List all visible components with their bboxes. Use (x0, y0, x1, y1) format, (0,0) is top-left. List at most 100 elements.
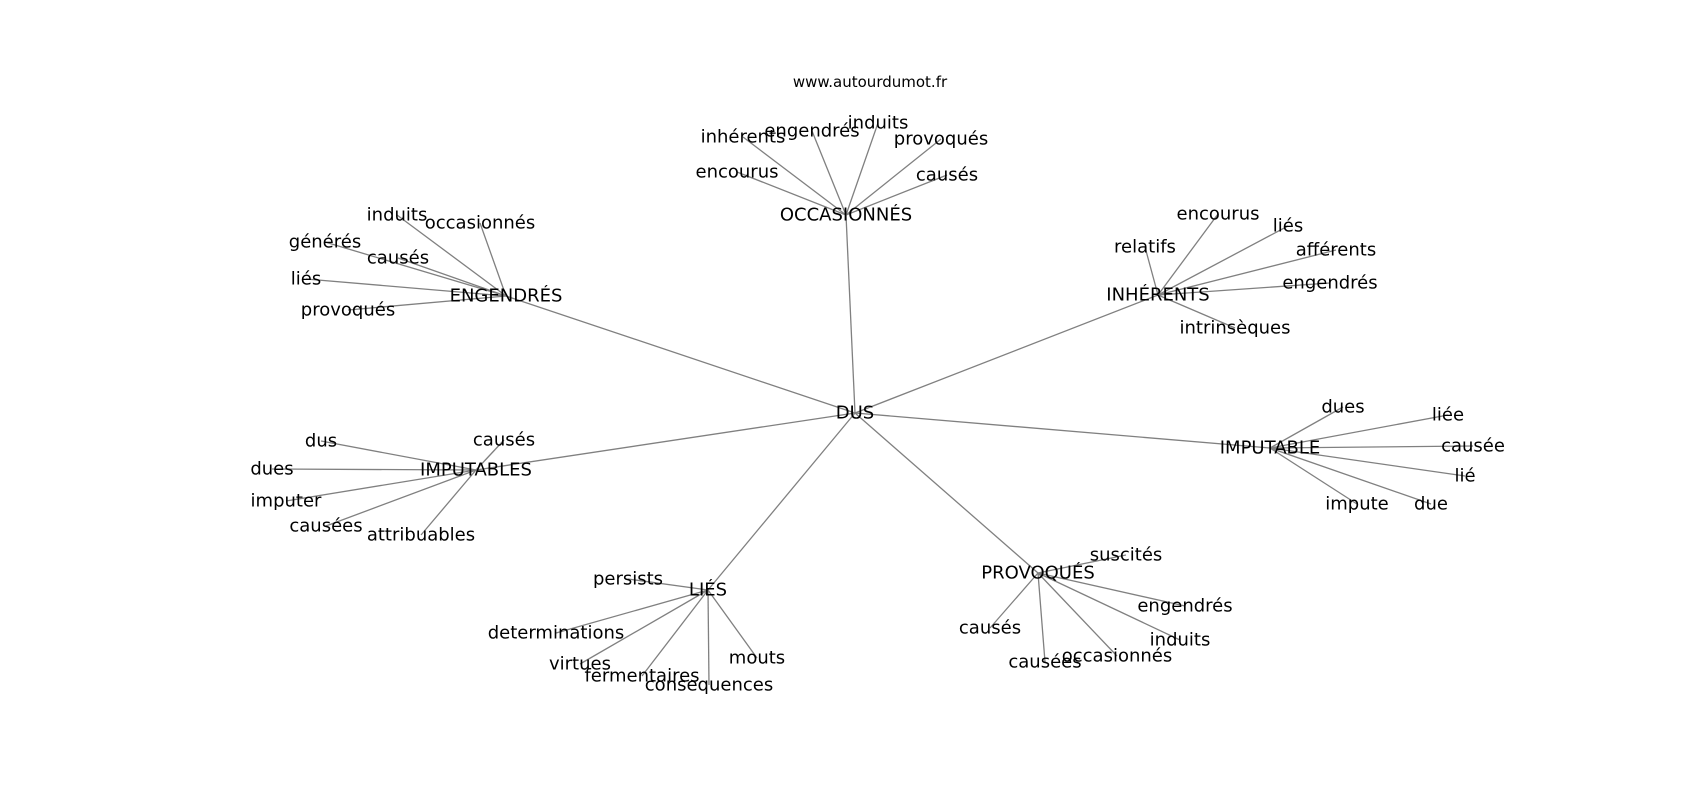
root-node: DUS (836, 403, 874, 424)
hub-node: LIÉS (689, 579, 727, 601)
leaf-node: induits (367, 205, 428, 226)
leaf-node: impute (1325, 494, 1389, 515)
edge-hub-leaf (989, 572, 1039, 629)
site-credit: www.autourdumot.fr (792, 73, 948, 91)
edge-root-hub (854, 294, 1159, 414)
edge-hub-leaf (1157, 225, 1289, 296)
edge-hub-leaf (285, 469, 477, 502)
leaf-node: inhérents (701, 127, 786, 148)
leaf-node: imputer (251, 491, 323, 512)
hub-node: IMPUTABLES (420, 460, 532, 481)
leaf-node: consequences (645, 675, 773, 696)
edge-hub-leaf (1037, 572, 1186, 607)
edge-hub-leaf (1157, 213, 1219, 296)
edge-hub-leaf (271, 468, 477, 471)
edge-hub-leaf (396, 214, 507, 297)
leaf-node: engendrés (1282, 273, 1377, 294)
leaf-node: liés (291, 269, 321, 290)
edge-hub-leaf (324, 241, 507, 297)
edge-hub-leaf (347, 295, 507, 311)
edge-root-hub (475, 412, 856, 471)
edge-hub-leaf (845, 122, 879, 216)
hub-node: INHÉRENTS (1106, 284, 1209, 306)
edge-root-hub (854, 412, 1039, 574)
leaf-node: générés (289, 232, 361, 253)
edge-hub-leaf (305, 278, 507, 297)
edge-root-hub (845, 214, 856, 414)
edge-hub-leaf (641, 589, 709, 677)
edge-hub-leaf (845, 138, 942, 216)
edge-hub-leaf (1269, 414, 1449, 449)
edge-hub-leaf (1037, 554, 1127, 574)
leaf-node: causés (473, 430, 535, 451)
leaf-node: liés (1273, 216, 1303, 237)
leaf-node: mouts (729, 648, 785, 669)
leaf-node: causés (916, 165, 978, 186)
leaf-node: engendrés (764, 121, 859, 142)
leaf-node: liée (1432, 405, 1464, 426)
leaf-node: causées (1008, 652, 1081, 673)
label-layer: DUSOCCASIONNÉSinhérentsengendrésinduitsp… (250, 113, 1505, 696)
edge-hub-leaf (475, 439, 505, 471)
edge-hub-leaf (811, 130, 847, 216)
edge-hub-leaf (1269, 447, 1466, 477)
leaf-node: occasionnés (425, 213, 536, 234)
edge-hub-leaf (742, 136, 847, 216)
edge-hub-leaf (1037, 572, 1181, 641)
leaf-node: provoqués (894, 129, 988, 150)
leaf-node: determinations (488, 623, 625, 644)
edge-hub-leaf (736, 171, 847, 216)
edge-hub-leaf (555, 589, 709, 634)
edge-hub-leaf (1269, 445, 1474, 449)
leaf-node: occasionnés (1062, 646, 1173, 667)
edge-hub-leaf (1037, 572, 1046, 663)
edge-hub-leaf (420, 469, 477, 536)
leaf-node: causés (959, 618, 1021, 639)
edge-hub-leaf (1269, 406, 1344, 449)
edge-layer (271, 122, 1474, 686)
leaf-node: encourus (1177, 204, 1260, 225)
hub-node: OCCASIONNÉS (780, 204, 912, 226)
edge-hub-leaf (1157, 294, 1236, 329)
edge-hub-leaf (479, 222, 507, 297)
edge-hub-leaf (845, 174, 948, 216)
leaf-node: relatifs (1114, 237, 1176, 258)
edge-hub-leaf (325, 469, 477, 527)
edge-root-hub (505, 295, 856, 414)
leaf-node: dues (250, 459, 293, 480)
edge-root-hub (707, 412, 856, 591)
edge-root-hub (854, 412, 1271, 449)
leaf-node: dus (305, 431, 337, 452)
leaf-node: suscités (1090, 545, 1163, 566)
edge-hub-leaf (1157, 282, 1331, 296)
edge-hub-leaf (1269, 447, 1358, 505)
leaf-node: encourus (696, 162, 779, 183)
edge-hub-leaf (707, 589, 758, 659)
hub-node: ENGENDRÉS (450, 285, 563, 307)
leaf-node: causée (1441, 436, 1505, 457)
leaf-node: virtues (549, 654, 611, 675)
leaf-node: dues (1321, 397, 1364, 418)
edge-hub-leaf (397, 257, 507, 297)
edge-hub-leaf (579, 589, 709, 665)
edge-hub-leaf (320, 440, 477, 471)
leaf-node: causées (289, 516, 362, 537)
leaf-node: induits (848, 113, 909, 134)
edge-hub-leaf (1157, 249, 1337, 296)
leaf-node: engendrés (1137, 596, 1232, 617)
leaf-node: attribuables (367, 525, 475, 546)
edge-hub-leaf (1144, 246, 1159, 296)
edge-hub-leaf (1037, 572, 1118, 657)
leaf-node: persists (593, 569, 663, 590)
leaf-node: causés (367, 248, 429, 269)
edge-hub-leaf (1269, 447, 1432, 505)
leaf-node: intrinsèques (1179, 318, 1290, 339)
leaf-node: induits (1150, 630, 1211, 651)
leaf-node: provoqués (301, 300, 395, 321)
leaf-node: fermentaires (584, 666, 699, 687)
hub-node: PROVOQUÉS (981, 562, 1095, 584)
leaf-node: afférents (1296, 240, 1376, 261)
hub-node: IMPUTABLE (1220, 438, 1321, 459)
